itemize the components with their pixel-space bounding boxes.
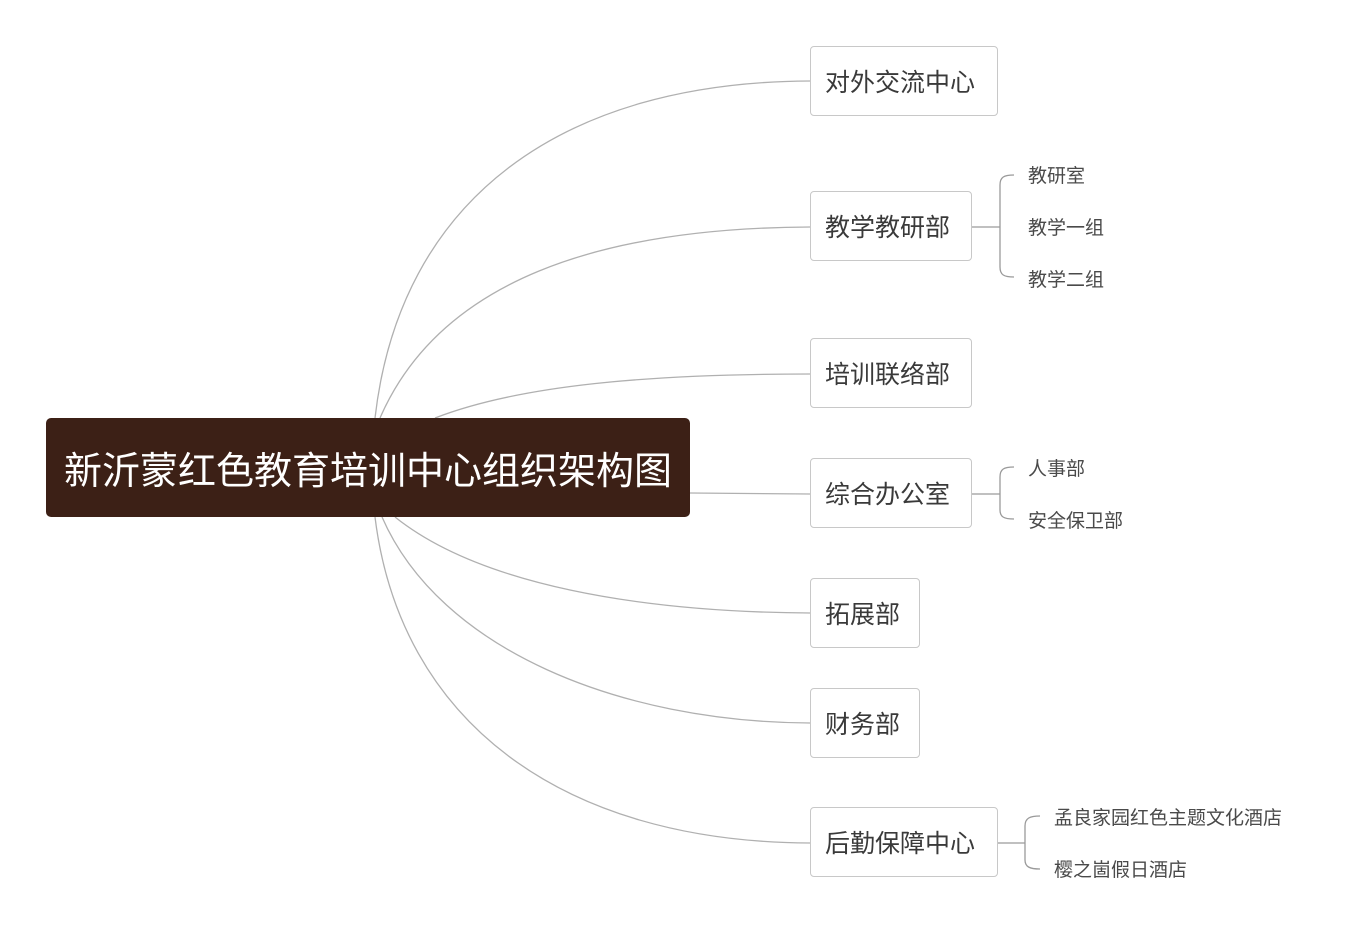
leaf-hotel-yingzhigu[interactable]: 樱之崮假日酒店 xyxy=(1054,859,1188,881)
branch-label: 培训联络部 xyxy=(825,360,951,389)
bracket-branch-6 xyxy=(997,815,1041,870)
branch-node-training-liaison[interactable]: 培训联络部 xyxy=(810,338,972,408)
leaf-teaching-group-1[interactable]: 教学一组 xyxy=(1028,217,1105,239)
connector-root-to-branch-4 xyxy=(394,516,811,614)
connector-root-to-branch-2 xyxy=(434,373,811,419)
bracket-branch-1 xyxy=(971,174,1015,278)
branch-label: 后勤保障中心 xyxy=(825,829,976,858)
branch-node-general-office[interactable]: 综合办公室 xyxy=(810,458,972,528)
branch-node-outreach[interactable]: 拓展部 xyxy=(810,578,920,648)
leaf-hr-department[interactable]: 人事部 xyxy=(1028,458,1086,480)
branch-node-external-exchange[interactable]: 对外交流中心 xyxy=(810,46,998,116)
leaf-teaching-research-office[interactable]: 教研室 xyxy=(1028,165,1086,187)
leaf-teaching-group-2[interactable]: 教学二组 xyxy=(1028,269,1105,291)
leaf-hotel-menglianggu[interactable]: 孟良家园红色主题文化酒店 xyxy=(1054,807,1283,829)
leaf-security-department[interactable]: 安全保卫部 xyxy=(1028,510,1124,532)
branch-label: 对外交流中心 xyxy=(825,68,976,97)
connector-root-to-branch-3 xyxy=(689,492,811,495)
connector-root-to-branch-6 xyxy=(374,516,811,844)
root-title: 新沂蒙红色教育培训中心组织架构图 xyxy=(63,449,672,493)
bracket-branch-3 xyxy=(971,466,1015,520)
branch-node-teaching-research[interactable]: 教学教研部 xyxy=(810,191,972,261)
branch-label: 拓展部 xyxy=(825,600,901,629)
branch-label: 综合办公室 xyxy=(825,480,951,509)
branch-node-finance[interactable]: 财务部 xyxy=(810,688,920,758)
branch-label: 财务部 xyxy=(825,710,901,739)
branch-label: 教学教研部 xyxy=(825,213,951,242)
connector-root-to-branch-5 xyxy=(381,516,811,724)
connector-root-to-branch-1 xyxy=(379,226,811,419)
root-node[interactable]: 新沂蒙红色教育培训中心组织架构图 xyxy=(46,418,690,517)
branch-node-logistics[interactable]: 后勤保障中心 xyxy=(810,807,998,877)
connector-root-to-branch-0 xyxy=(374,80,811,419)
